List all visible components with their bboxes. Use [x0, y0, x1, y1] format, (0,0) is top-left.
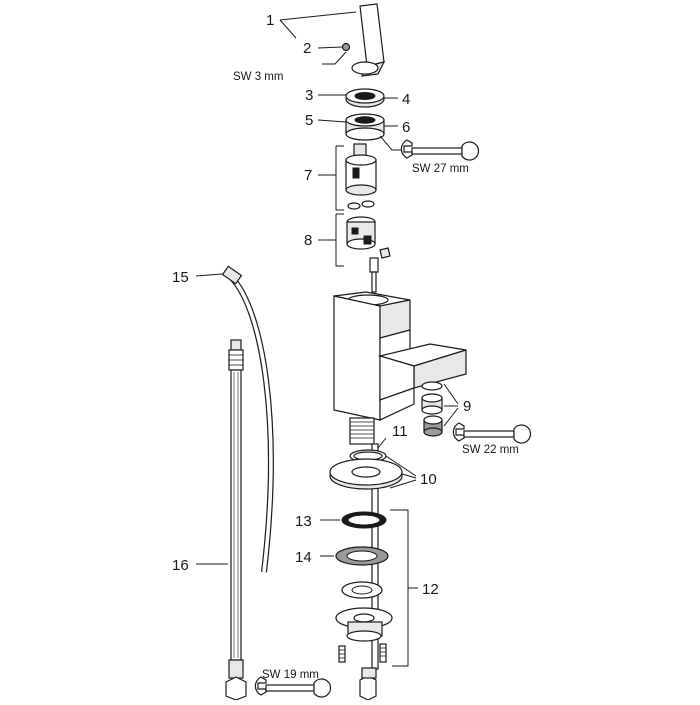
part-14-washer	[335, 546, 389, 566]
part-8-cartridge-body	[346, 216, 391, 259]
part-10-base-washer	[329, 458, 403, 490]
wrench-19-icon	[254, 676, 332, 698]
part-label-11: 11	[392, 423, 408, 440]
part-label-4: 4	[402, 91, 410, 108]
part-label-7: 7	[304, 167, 312, 184]
part-3-4-cover-ring	[345, 88, 385, 108]
part-label-14: 14	[295, 549, 312, 566]
part-9-aerator	[421, 381, 443, 437]
hex-key-tool	[227, 48, 322, 65]
part-label-16: 16	[172, 557, 189, 574]
faucet-body	[333, 257, 467, 445]
part-12-fixing-set	[335, 581, 393, 701]
part-label-6: 6	[402, 119, 410, 136]
part-2-set-screw	[341, 42, 351, 52]
wrench-22-icon	[452, 422, 532, 444]
part-label-9: 9	[463, 398, 471, 415]
part-label-1: 1	[266, 12, 274, 29]
part-5-6-cartridge-nut	[345, 113, 385, 141]
part-label-5: 5	[305, 112, 313, 129]
part-label-15: 15	[172, 269, 189, 286]
part-label-8: 8	[304, 232, 312, 249]
part-16-flexible-hose	[225, 339, 247, 701]
part-label-2: 2	[303, 40, 311, 57]
part-label-13: 13	[295, 513, 312, 530]
part-15-supply-hose	[221, 265, 274, 573]
part-7-cartridge	[345, 143, 377, 210]
part-label-10: 10	[420, 471, 437, 488]
wrench-27-size-label: SW 27 mm	[412, 163, 469, 175]
part-13-gasket	[341, 511, 387, 529]
part-label-12: 12	[422, 581, 439, 598]
part-label-3: 3	[305, 87, 313, 104]
wrench-22-size-label: SW 22 mm	[462, 444, 519, 456]
wrench-19-size-label: SW 19 mm	[262, 669, 319, 681]
part-1-lever-handle	[351, 3, 386, 77]
wrench-27-icon	[400, 139, 480, 161]
hex-key-size-label: SW 3 mm	[233, 71, 283, 83]
